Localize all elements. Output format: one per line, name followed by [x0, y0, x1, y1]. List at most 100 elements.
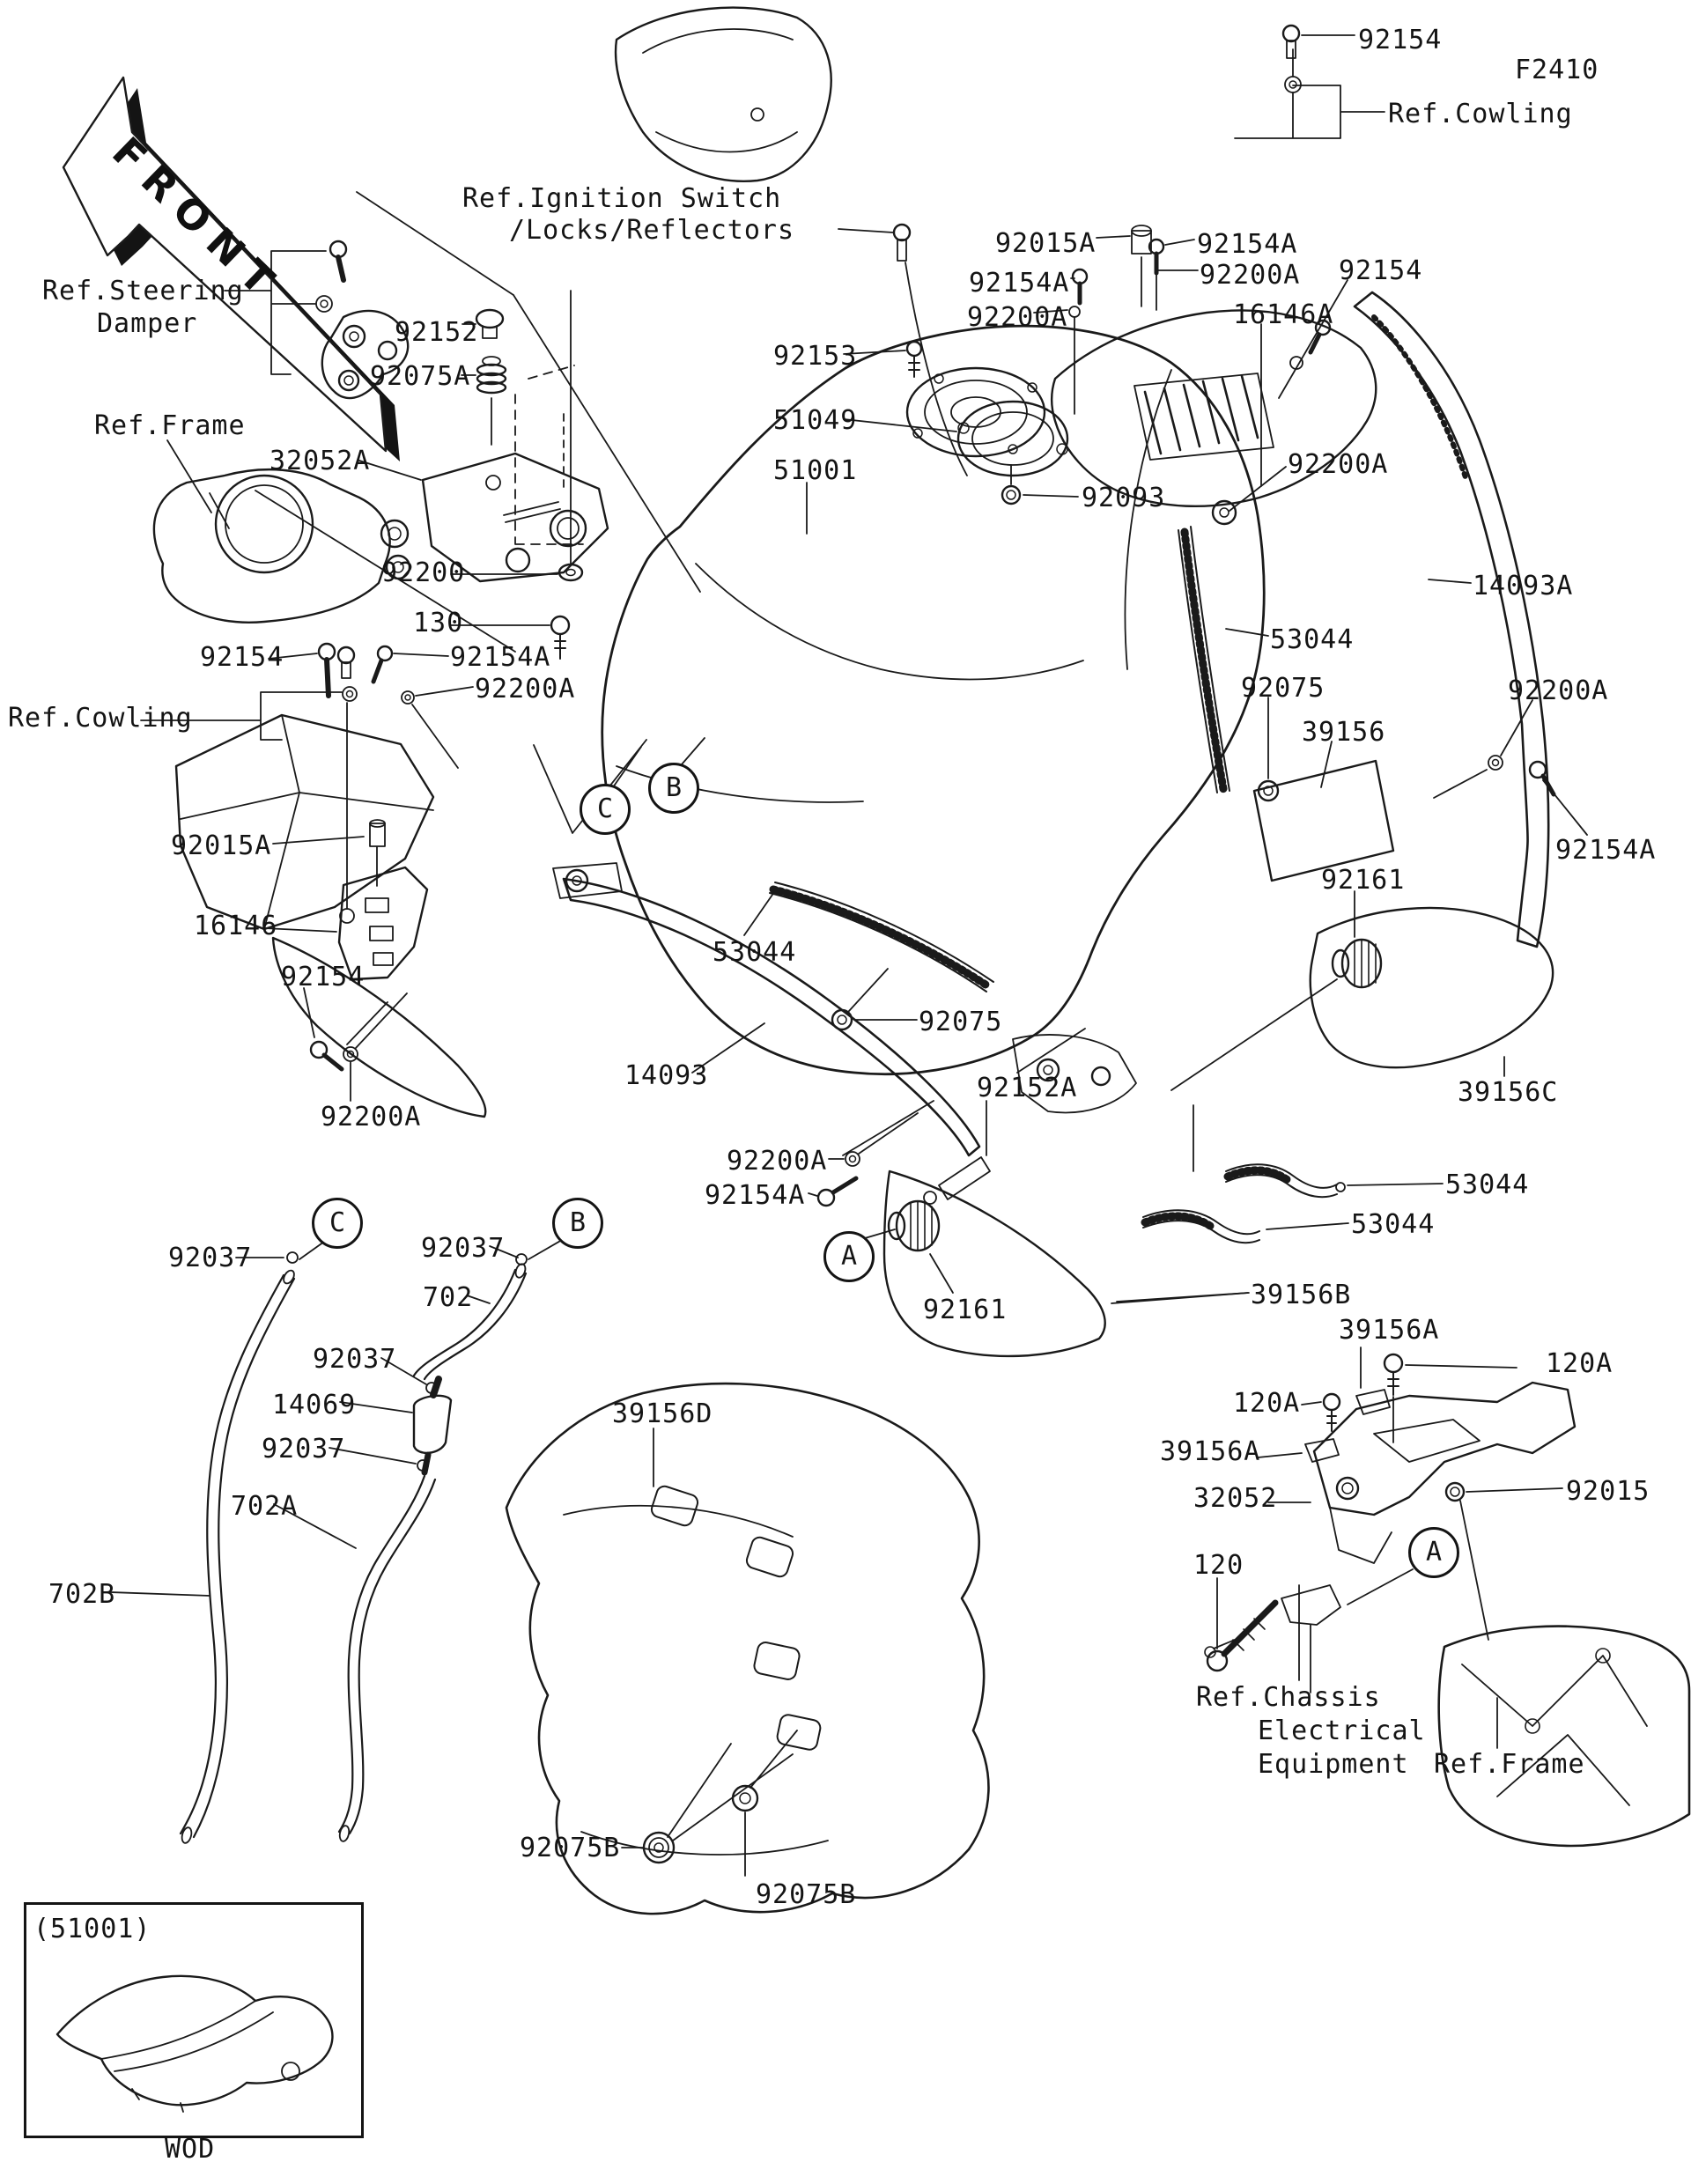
right-trim-14093A-part: [1353, 291, 1588, 948]
part-label: 92161: [1321, 865, 1406, 896]
ref-label: Ref.Frame: [94, 410, 246, 441]
part-label: 92037: [262, 1434, 346, 1465]
ref-label: Damper: [97, 308, 198, 339]
ref-label: Ref.Frame: [1434, 1749, 1585, 1780]
part-label: 92200A: [321, 1102, 422, 1133]
part-label: 92154A: [1197, 229, 1298, 260]
part-label: 39156A: [1339, 1315, 1440, 1346]
part-label: 92093: [1082, 483, 1166, 513]
center-fastener-parts: [808, 1100, 1249, 1358]
fuel-tank-part: [514, 223, 1266, 1076]
part-label: 39156B: [1251, 1280, 1352, 1310]
fuel-hose-parts: [109, 1239, 563, 1844]
part-label: 53044: [1270, 624, 1355, 655]
part-label: 120A: [1233, 1388, 1301, 1419]
ref-label: Ref.Ignition Switch: [462, 183, 782, 214]
part-label: 53044: [1445, 1169, 1530, 1200]
callout-a-bottom: A: [1408, 1527, 1459, 1578]
part-label: 702B: [48, 1579, 116, 1610]
part-label: 92075B: [520, 1833, 621, 1863]
part-label: 702: [423, 1282, 474, 1313]
part-label: 92154: [1339, 255, 1423, 286]
part-label: 32052A: [270, 446, 371, 476]
bracket-32052A-part: [255, 290, 609, 660]
part-label: 14093: [624, 1060, 709, 1091]
lower-seal-parts: [1141, 1104, 1444, 1244]
ref-label: Ref.Cowling: [1388, 99, 1573, 129]
part-label: 92200A: [475, 674, 576, 705]
top-cowl-part: [614, 6, 1385, 182]
part-label: 92200A: [1288, 449, 1389, 480]
part-label: 51001: [773, 455, 858, 486]
part-label: 92154: [1358, 25, 1443, 55]
part-label: 92161: [923, 1295, 1008, 1325]
ref-label: Ref.Chassis: [1196, 1682, 1381, 1713]
bottom-bracket-32052-part: [1204, 1347, 1691, 1848]
inset-box: [24, 1902, 364, 2138]
ref-label: Ref.Cowling: [8, 703, 193, 734]
part-label: 53044: [713, 937, 797, 968]
part-label: 92200: [381, 557, 466, 588]
steering-damper-part: [224, 191, 701, 593]
part-label: 92154A: [705, 1180, 806, 1211]
heat-shield-39156D-part: [505, 1382, 990, 1915]
front-arrow-icon: [62, 76, 400, 461]
part-label: 702A: [231, 1491, 299, 1522]
callout-a-center: A: [823, 1231, 875, 1282]
part-label: 16146A: [1233, 299, 1334, 330]
inset-tank-top-view: [55, 1974, 334, 2113]
part-label: 92152A: [977, 1073, 1078, 1103]
callout-c-tank: C: [580, 784, 631, 835]
part-label: 92075: [1241, 673, 1325, 704]
frame-head-part: [152, 439, 411, 623]
ref-label: Equipment: [1258, 1749, 1409, 1780]
part-label: 39156: [1302, 717, 1386, 748]
part-label: 92015A: [171, 830, 272, 861]
part-label: 92200A: [1200, 260, 1301, 291]
part-label: 51049: [773, 405, 858, 436]
callout-b-hose: B: [552, 1198, 603, 1249]
callout-b-tank: B: [648, 763, 699, 814]
part-label: 92154A: [1555, 835, 1657, 866]
part-label: 39156D: [612, 1398, 713, 1429]
part-label: 92037: [421, 1233, 506, 1264]
part-label: 16146: [194, 911, 278, 941]
part-label: 92152: [395, 317, 479, 348]
part-label: 92154A: [969, 268, 1070, 299]
part-label: 92075: [919, 1007, 1003, 1037]
part-label: 92200A: [727, 1146, 828, 1177]
part-label: 120A: [1546, 1348, 1613, 1379]
part-label: 92153: [773, 341, 858, 372]
ref-label: Electrical: [1258, 1715, 1426, 1746]
diagram-code: F2410: [1515, 55, 1599, 85]
part-label: 92154A: [450, 642, 551, 673]
part-label: 92075B: [756, 1879, 857, 1910]
ref-label: /Locks/Reflectors: [509, 215, 795, 246]
part-label: 92200A: [1508, 675, 1609, 706]
part-label: 39156A: [1160, 1436, 1261, 1467]
part-label: 92154: [200, 642, 284, 673]
part-label: 14069: [272, 1390, 357, 1420]
pointer-lines: [842, 1100, 1250, 1302]
footer-code: WOD: [165, 2134, 216, 2165]
right-cowl-16146A-part: [1033, 225, 1377, 526]
part-label: 92015: [1566, 1476, 1650, 1507]
part-label: 14093A: [1473, 571, 1574, 601]
part-label: 130: [413, 608, 464, 638]
right-seal-and-pad-parts: [1178, 526, 1395, 882]
callout-c-hose: C: [312, 1198, 363, 1249]
inset-caption: (51001): [33, 1914, 151, 1944]
part-label: 120: [1193, 1550, 1244, 1581]
part-label: 92154: [281, 962, 366, 992]
ref-label: Ref.Steering: [42, 276, 244, 306]
left-cowl-part: [140, 642, 487, 1118]
part-label: 92015A: [995, 228, 1097, 259]
part-label: 53044: [1351, 1209, 1436, 1240]
part-label: 39156C: [1458, 1077, 1559, 1108]
part-label: 92037: [313, 1344, 397, 1375]
part-label: 92037: [168, 1243, 253, 1273]
part-label: 92075A: [370, 361, 471, 392]
part-label: 32052: [1193, 1483, 1278, 1514]
